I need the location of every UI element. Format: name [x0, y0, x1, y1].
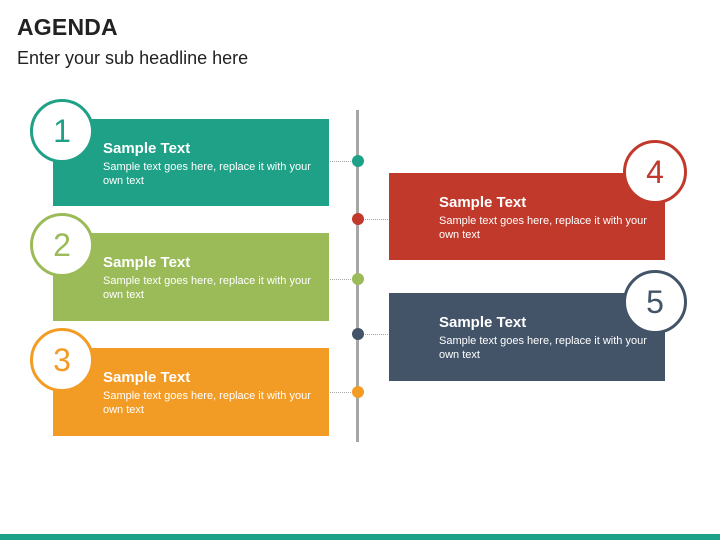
agenda-card-5: Sample Text Sample text goes here, repla… [389, 293, 665, 381]
timeline-dot-3 [352, 386, 364, 398]
agenda-card-3: Sample Text Sample text goes here, repla… [53, 348, 329, 436]
agenda-number-1: 1 [30, 99, 94, 163]
agenda-card-title: Sample Text [103, 254, 191, 271]
page-subtitle: Enter your sub headline here [17, 48, 249, 68]
agenda-card-title: Sample Text [439, 194, 527, 211]
agenda-number-3: 3 [30, 328, 94, 392]
agenda-card-1: Sample Text Sample text goes here, repla… [53, 119, 329, 206]
connector-3 [330, 392, 357, 393]
agenda-card-title: Sample Text [103, 369, 191, 386]
timeline-dot-4 [352, 213, 364, 225]
connector-2 [330, 279, 357, 280]
agenda-number-5: 5 [623, 270, 687, 334]
agenda-card-4: Sample Text Sample text goes here, repla… [389, 173, 665, 260]
agenda-number-4: 4 [623, 140, 687, 204]
agenda-card-2: Sample Text Sample text goes here, repla… [53, 233, 329, 321]
agenda-card-body: Sample text goes here, replace it with y… [439, 335, 647, 361]
agenda-card-body: Sample text goes here, replace it with y… [103, 390, 311, 416]
bottom-accent-bar [0, 534, 720, 540]
timeline-dot-5 [352, 328, 364, 340]
timeline-dot-2 [352, 273, 364, 285]
timeline-dot-1 [352, 155, 364, 167]
connector-5 [358, 334, 388, 335]
agenda-card-title: Sample Text [103, 140, 191, 157]
agenda-card-body: Sample text goes here, replace it with y… [103, 275, 311, 301]
agenda-card-title: Sample Text [439, 314, 527, 331]
agenda-card-body: Sample text goes here, replace it with y… [103, 161, 311, 187]
connector-1 [330, 161, 357, 162]
connector-4 [358, 219, 388, 220]
agenda-number-2: 2 [30, 213, 94, 277]
page-title: AGENDA [17, 14, 118, 40]
agenda-card-body: Sample text goes here, replace it with y… [439, 215, 647, 241]
